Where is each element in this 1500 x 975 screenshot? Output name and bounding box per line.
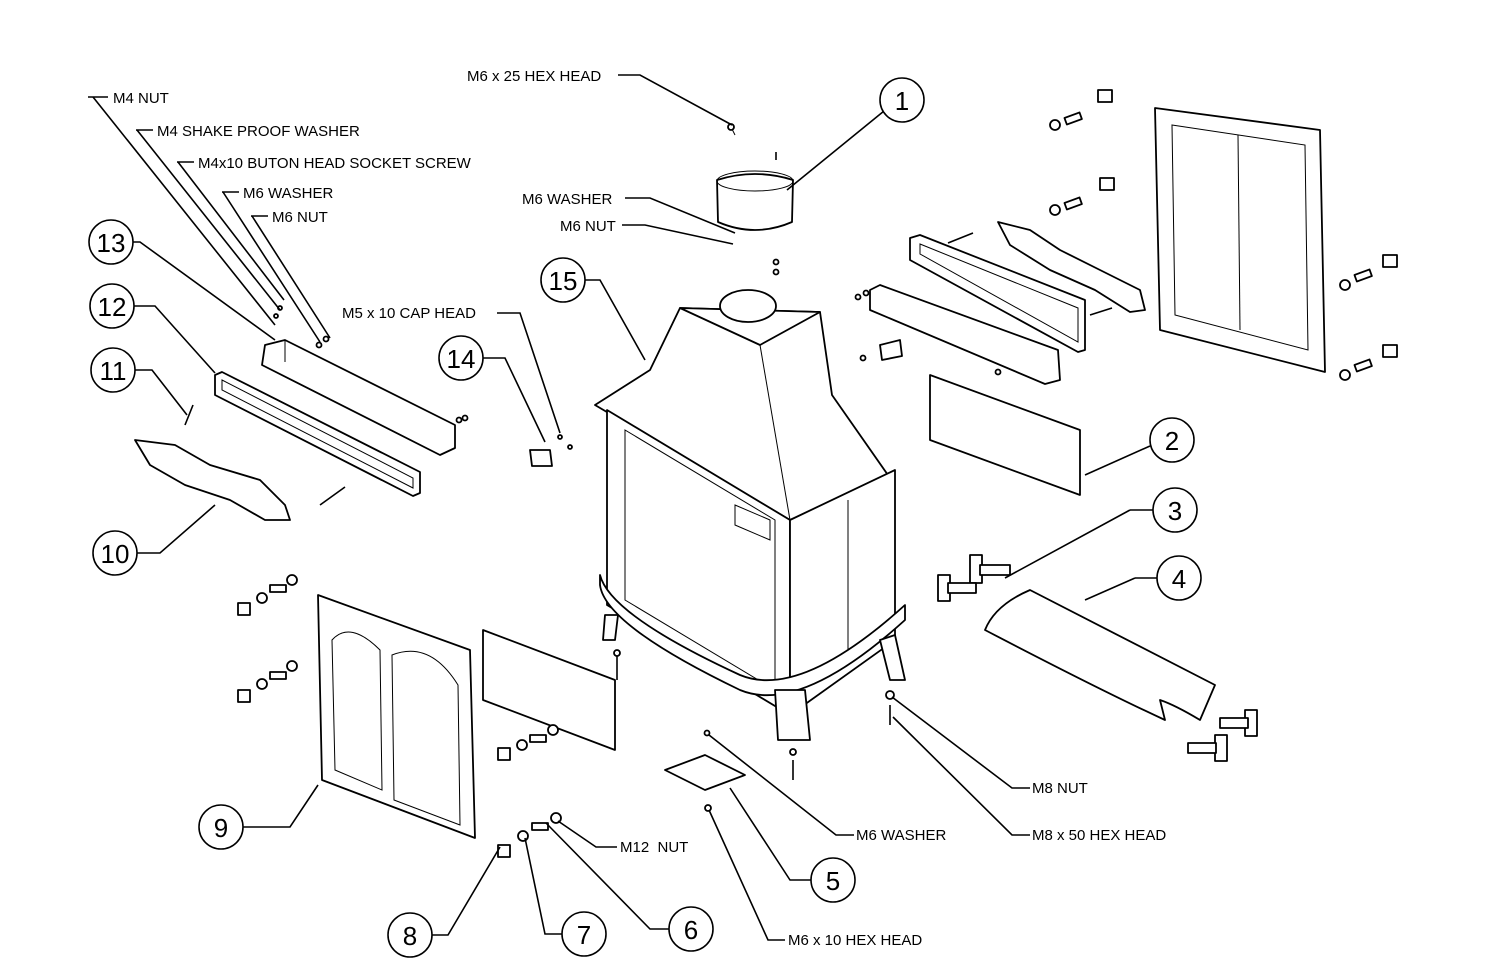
callout-12: 12: [89, 283, 135, 329]
svg-text:13: 13: [97, 228, 126, 258]
callout-8: 8: [387, 912, 433, 958]
callout-4: 4: [1156, 555, 1202, 601]
callout-7: 7: [561, 911, 607, 957]
svg-text:9: 9: [214, 813, 228, 843]
cap-head-part: [529, 434, 573, 467]
svg-text:3: 3: [1168, 496, 1182, 526]
rear-door-frame: [1049, 89, 1398, 381]
callouts: 1 2 3 4 5 6 7 8 9 10 11 12 13 14 15: [88, 77, 1202, 958]
rear-fixings: [1049, 89, 1398, 381]
svg-text:7: 7: [577, 920, 591, 950]
callout-15: 15: [540, 257, 586, 303]
callout-1: 1: [879, 77, 925, 123]
svg-text:1: 1: [895, 86, 909, 116]
label-m5x10-cap-head: M5 x 10 CAP HEAD: [342, 305, 476, 322]
callout-10: 10: [92, 530, 138, 576]
label-m6-washer-bottom: M6 WASHER: [856, 827, 946, 844]
label-m6-nut-left: M6 NUT: [272, 209, 328, 226]
callout-9: 9: [198, 804, 244, 850]
svg-text:12: 12: [98, 292, 127, 322]
label-m6-washer-left: M6 WASHER: [243, 185, 333, 202]
label-m6-washer-top: M6 WASHER: [522, 191, 612, 208]
part-labels: M4 NUT M4 SHAKE PROOF WASHER M4x10 BUTON…: [113, 68, 1166, 949]
label-m6x10-hex-head: M6 x 10 HEX HEAD: [788, 932, 922, 949]
ash-plate-and-bolts: [613, 649, 895, 812]
label-m6-nut-top: M6 NUT: [560, 218, 616, 235]
svg-text:6: 6: [684, 915, 698, 945]
front-door: [237, 574, 616, 858]
svg-text:10: 10: [101, 539, 130, 569]
svg-text:8: 8: [403, 921, 417, 951]
label-m12-nut: M12 NUT: [620, 839, 688, 856]
callout-13: 13: [88, 219, 134, 265]
svg-text:4: 4: [1172, 564, 1186, 594]
stove-body: [594, 289, 906, 741]
flue-collar: [716, 123, 794, 276]
svg-text:2: 2: [1165, 426, 1179, 456]
label-m8-nut: M8 NUT: [1032, 780, 1088, 797]
callout-3: 3: [1152, 487, 1198, 533]
svg-text:5: 5: [826, 866, 840, 896]
label-m8x50-hex-head: M8 x 50 HEX HEAD: [1032, 827, 1166, 844]
hinge-pins-and-top-plate: [937, 554, 1258, 762]
label-m4-shake-proof-washer: M4 SHAKE PROOF WASHER: [157, 123, 360, 140]
callout-6: 6: [668, 906, 714, 952]
label-m6x25-hex-head: M6 x 25 HEX HEAD: [467, 68, 601, 85]
svg-text:15: 15: [549, 266, 578, 296]
callout-14: 14: [438, 335, 484, 381]
leader-lines: [88, 74, 1157, 941]
callout-11: 11: [90, 347, 136, 393]
callout-2: 2: [1149, 417, 1195, 463]
svg-text:11: 11: [100, 356, 127, 386]
door-fixings: [237, 574, 562, 858]
left-bracket-assembly: [134, 305, 469, 521]
right-bracket-assembly: [854, 221, 1146, 496]
label-m4x10-screw: M4x10 BUTON HEAD SOCKET SCREW: [198, 155, 472, 172]
svg-text:14: 14: [447, 344, 476, 374]
callout-5: 5: [810, 857, 856, 903]
label-m4-nut: M4 NUT: [113, 90, 169, 107]
